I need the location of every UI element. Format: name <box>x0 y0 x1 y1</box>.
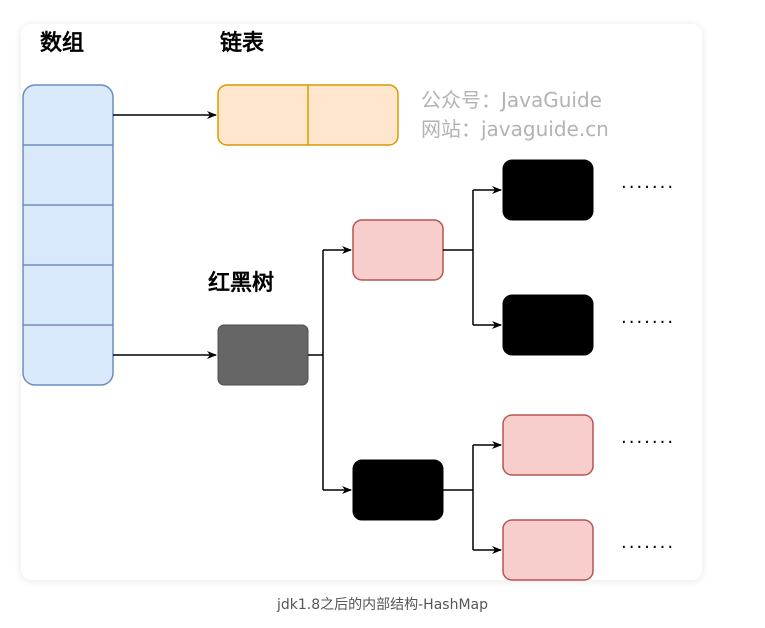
continuation-ellipsis: ······· <box>621 432 675 453</box>
linked-list-node <box>217 84 399 146</box>
red-node-connectors <box>443 186 502 329</box>
watermark-line-1: 公众号：JavaGuide <box>421 88 602 112</box>
continuation-ellipsis: ······· <box>621 537 675 558</box>
array-box <box>22 84 114 386</box>
array-column <box>22 84 114 386</box>
figure-caption: jdk1.8之后的内部结构-HashMap <box>276 597 489 613</box>
root-connectors <box>308 246 352 494</box>
tree-leaf-red-node <box>502 414 594 476</box>
tree-red-node <box>352 219 444 281</box>
tree-leaf-black-node <box>502 294 594 356</box>
continuation-ellipsis: ······· <box>621 177 675 198</box>
linked-list-label: 链表 <box>220 30 265 56</box>
tree-leaf-red-node <box>502 519 594 581</box>
continuation-ellipsis: ······· <box>621 312 675 333</box>
tree-leaf-black-node <box>502 159 594 221</box>
tree-root-node <box>217 324 309 386</box>
array-label: 数组 <box>40 30 84 56</box>
watermark-line-2: 网站：javaguide.cn <box>421 117 609 141</box>
red-black-tree-label: 红黑树 <box>208 270 274 296</box>
black-node-connectors <box>443 441 502 554</box>
tree-black-node <box>352 459 444 521</box>
